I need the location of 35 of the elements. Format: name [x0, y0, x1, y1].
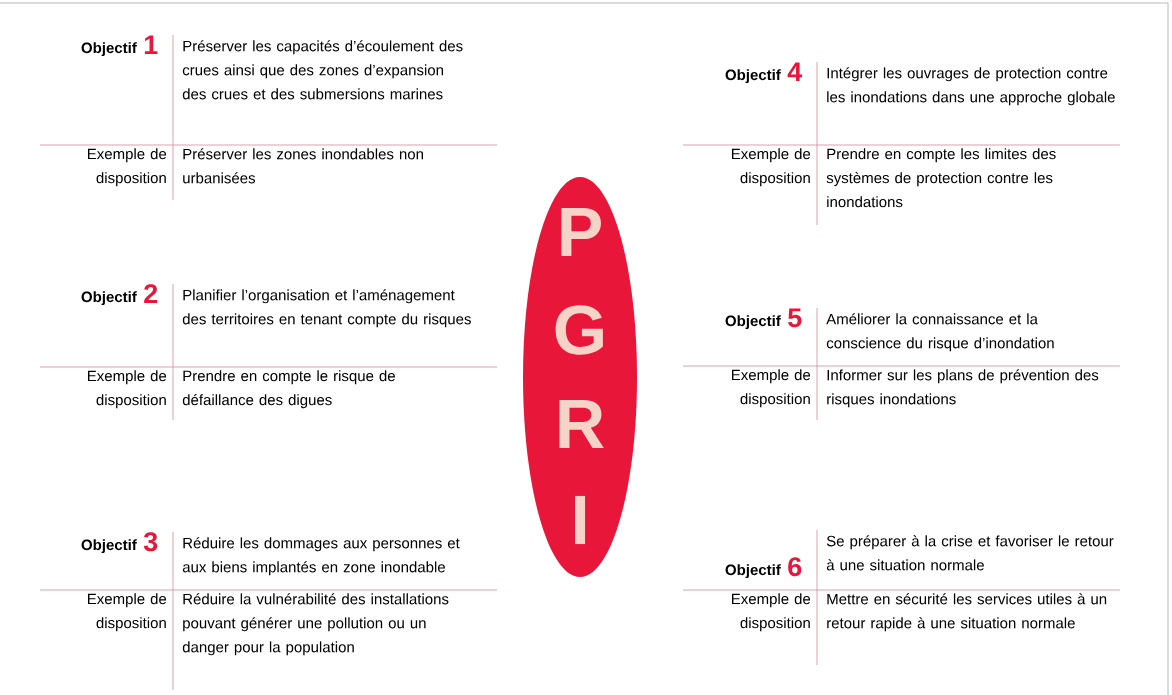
- objective-label: Objectif: [725, 315, 781, 330]
- example-label: Exemple de disposition: [88, 148, 167, 187]
- objective-text: Intégrer les ouvrages de protection contre les inondations dans une approche globale: [827, 67, 1115, 106]
- objective-text: Planifier l’organisation et l’aménagement des territoires en tenant compte du risques: [182, 289, 471, 328]
- objective-number: 1: [144, 35, 158, 54]
- objective-text: Préserver les capacités d’écoulement des crues ainsi que des zones d’expansion des crues et des submersions marines: [182, 40, 463, 100]
- example-label: Exemple de disposition: [732, 593, 811, 632]
- badge-letter: P: [561, 207, 601, 257]
- objective-label: Objectif: [81, 291, 137, 306]
- example-label: Exemple de disposition: [732, 369, 811, 408]
- example-label: Exemple de disposition: [88, 370, 167, 409]
- example-text: Informer sur les plans de prévention des risques inondations: [827, 369, 1099, 408]
- example-text: Prendre en compte les limites des systèmes de protection contre les inondations: [826, 148, 1056, 208]
- example-text: Mettre en sécurité les services utiles à un retour rapide à une situation normale: [827, 593, 1107, 632]
- objective-number: 6: [788, 557, 802, 577]
- objective-label: Objectif: [81, 42, 137, 57]
- objective-text: Se préparer à la crise et favoriser le retour à une situation normale: [826, 535, 1114, 571]
- badge-letter: I: [574, 495, 586, 545]
- objective-label: Objectif: [81, 539, 137, 554]
- objective-label: Objectif: [725, 69, 781, 84]
- oval-badge: [523, 177, 637, 577]
- objective-number: 4: [787, 62, 803, 81]
- example-text: Prendre en compte le risque de défaillance des digues: [182, 370, 395, 409]
- objective-number: 2: [144, 284, 158, 303]
- example-text: Réduire la vulnérabilité des installations pouvant générer une pollution ou un danger pour la population: [182, 593, 449, 656]
- example-text: Préserver les zones inondables non urbanisées: [183, 148, 423, 184]
- badge-letter: R: [559, 399, 604, 449]
- objective-label: Objectif: [725, 564, 781, 579]
- objective-text: Réduire les dommages aux personnes et aux biens implantés en zone inondable: [182, 537, 460, 576]
- example-label: Exemple de disposition: [88, 593, 167, 632]
- badge-letter: G: [555, 305, 603, 355]
- objective-number: 5: [788, 308, 802, 328]
- objective-number: 3: [143, 532, 158, 552]
- objective-text: Améliorer la connaissance et la conscience du risque d’inondation: [826, 313, 1054, 352]
- example-label: Exemple de disposition: [732, 148, 811, 187]
